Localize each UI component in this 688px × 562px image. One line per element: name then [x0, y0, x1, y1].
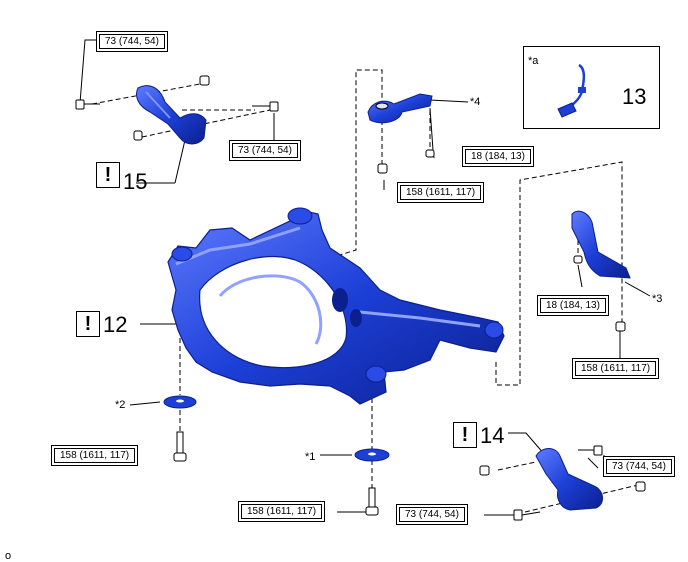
torque-label-3: 18 (184, 13): [462, 146, 534, 167]
inset-box: *a 13: [523, 46, 660, 129]
rear-suspension-member-12: [167, 207, 505, 405]
callout-15: 15: [123, 169, 148, 194]
corner-mark: o: [5, 550, 12, 562]
star-label-1: *1: [305, 451, 316, 463]
height-sensor-13: [557, 63, 586, 118]
torque-label-10: 73 (744, 54): [396, 504, 468, 525]
fasteners-15: [75, 75, 279, 141]
torque-label-7: 158 (1611, 117): [51, 445, 139, 466]
upper-control-arm-15: [136, 85, 207, 145]
torque-label-1: 73 (744, 54): [96, 31, 168, 52]
torque-label-6: 158 (1611, 117): [572, 358, 660, 379]
callout-13: 13: [622, 84, 647, 109]
stabilizer-bracket-4: [367, 93, 435, 174]
star-label-3: *3: [652, 293, 663, 305]
torque-label-4: 158 (1611, 117): [397, 182, 485, 203]
arm-bracket-3: [571, 210, 631, 332]
star-label-a: *a: [528, 55, 539, 67]
warning-icon: !: [96, 162, 120, 188]
torque-label-5: 18 (184, 13): [537, 295, 609, 316]
lower-fasteners: [163, 395, 390, 516]
dashed-lines: [91, 69, 639, 513]
warning-icon: !: [76, 311, 100, 337]
torque-label-8: 158 (1611, 117): [238, 501, 326, 522]
callout-12: 12: [103, 312, 128, 337]
torque-label-2: 73 (744, 54): [229, 140, 301, 161]
star-label-2: *2: [115, 399, 126, 411]
torque-label-9: 73 (744, 54): [603, 456, 675, 477]
star-label-4: *4: [470, 96, 481, 108]
warning-icon: !: [453, 422, 477, 448]
callout-14: 14: [480, 423, 505, 448]
lower-control-arm-14: [479, 445, 646, 521]
